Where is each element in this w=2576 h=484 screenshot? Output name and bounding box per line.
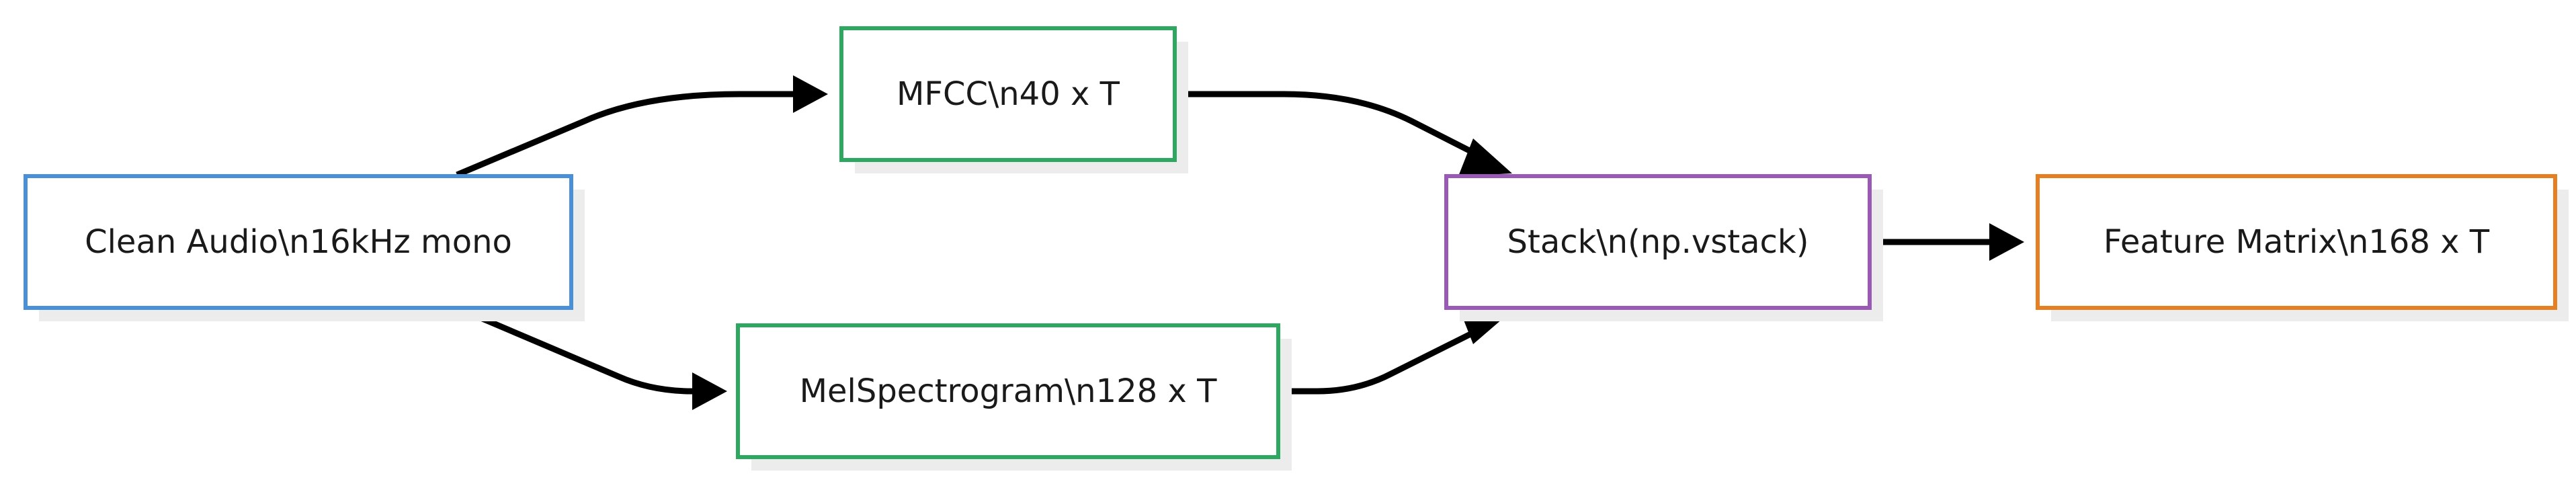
node-label-stack: Stack\n(np.vstack): [1507, 223, 1809, 261]
node-feature-matrix[interactable]: Feature Matrix\n168 x T: [2036, 174, 2569, 321]
node-melspectrogram[interactable]: MelSpectrogram\n128 x T: [736, 323, 1292, 471]
arrowhead-mfcc: [793, 75, 828, 113]
arrowhead-feature-matrix: [1989, 223, 2024, 261]
arrowhead-stack-top: [1458, 138, 1512, 176]
edge-melspectrogram-to-stack: [1280, 323, 1487, 395]
edge-clean-audio-to-melspectrogram: [456, 305, 693, 395]
node-label-feature-matrix: Feature Matrix\n168 x T: [2104, 223, 2490, 261]
node-label-clean-audio: Clean Audio\n16kHz mono: [85, 223, 512, 261]
node-stack[interactable]: Stack\n(np.vstack): [1444, 174, 1883, 321]
edges: [456, 75, 2024, 410]
arrowhead-melspectrogram: [692, 372, 727, 410]
node-clean-audio[interactable]: Clean Audio\n16kHz mono: [24, 174, 585, 321]
node-label-mfcc: MFCC\n40 x T: [897, 75, 1120, 113]
node-label-melspectrogram: MelSpectrogram\n128 x T: [800, 372, 1218, 410]
node-mfcc[interactable]: MFCC\n40 x T: [839, 26, 1188, 173]
edge-mfcc-to-stack: [1175, 91, 1487, 162]
edge-clean-audio-to-mfcc: [456, 91, 793, 178]
